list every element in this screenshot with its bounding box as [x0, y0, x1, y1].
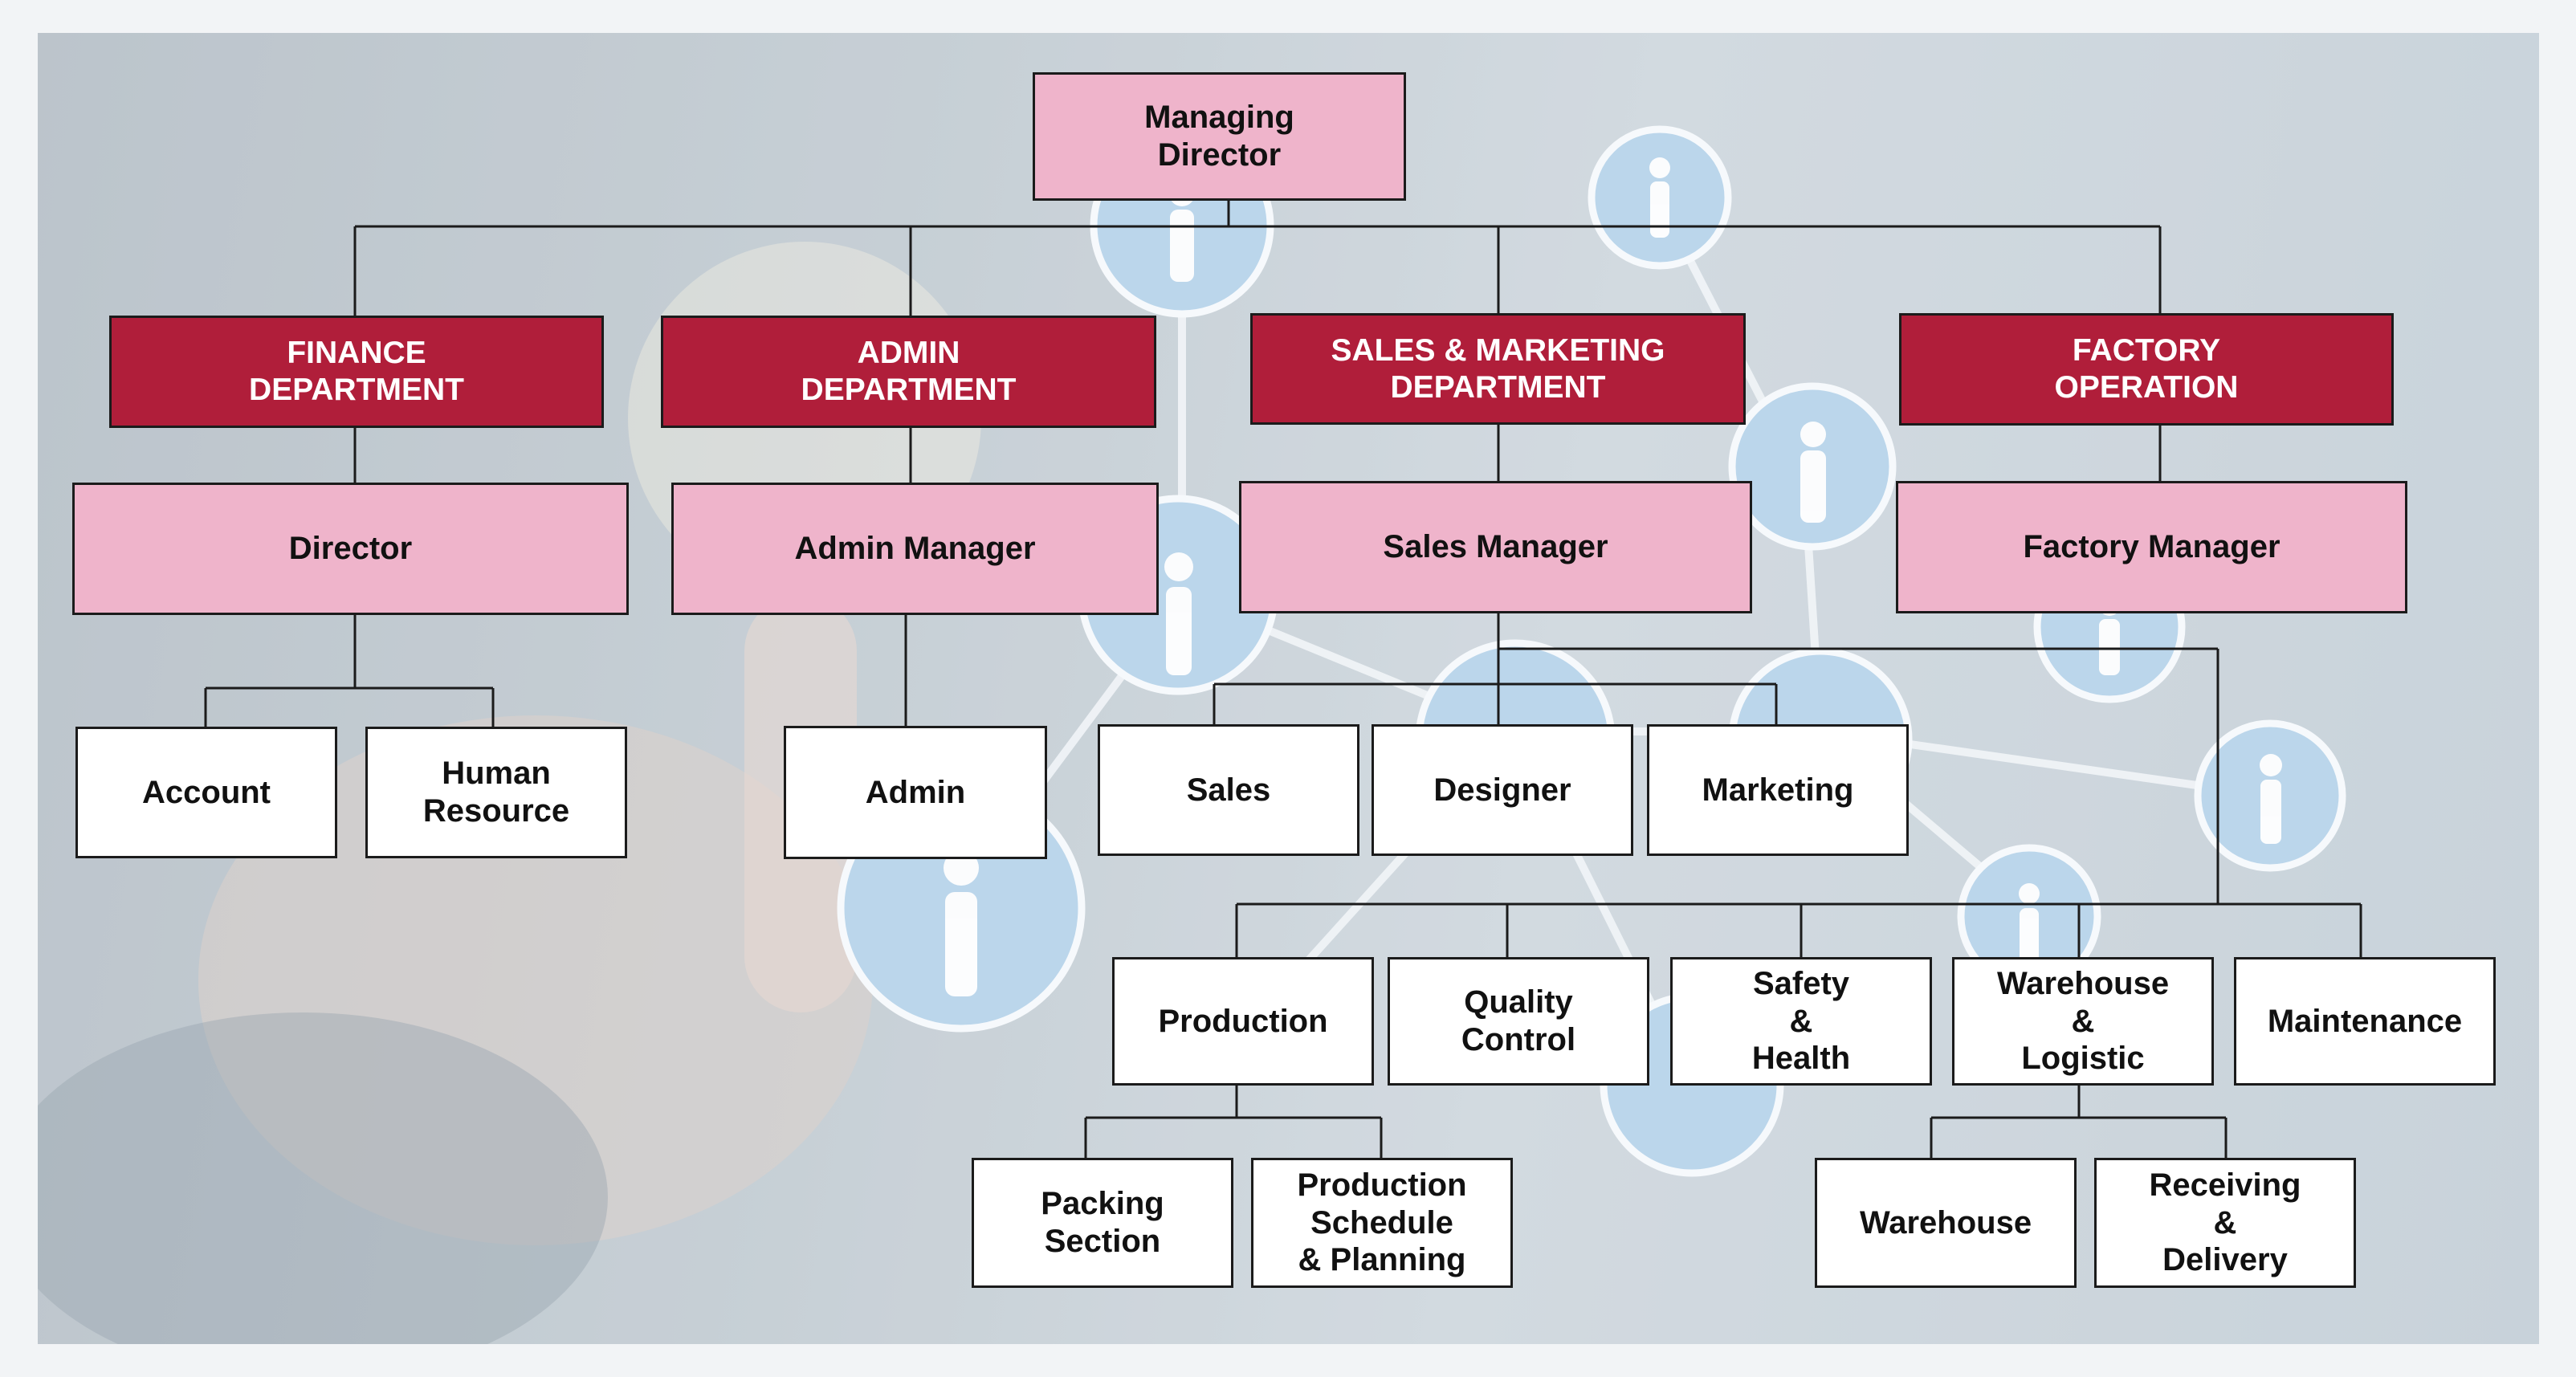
node-admin: Admin	[784, 726, 1047, 859]
node-managing-director: Managing Director	[1033, 72, 1406, 201]
node-designer: Designer	[1372, 724, 1633, 856]
diagram-background	[38, 33, 2539, 1344]
node-sales-manager: Sales Manager	[1239, 481, 1752, 613]
node-finance-department: FINANCE DEPARTMENT	[109, 316, 604, 428]
node-marketing: Marketing	[1647, 724, 1909, 856]
sleeve-silhouette	[38, 1012, 608, 1344]
node-sales: Sales	[1098, 724, 1359, 856]
node-warehouse-logistic: Warehouse & Logistic	[1952, 957, 2214, 1086]
node-sales-marketing-department: SALES & MARKETING DEPARTMENT	[1250, 313, 1746, 425]
node-quality-control: Quality Control	[1388, 957, 1649, 1086]
node-factory-operation: FACTORY OPERATION	[1899, 313, 2394, 426]
node-maintenance: Maintenance	[2234, 957, 2496, 1086]
node-account: Account	[75, 727, 337, 858]
node-production-schedule-planning: Production Schedule & Planning	[1251, 1158, 1513, 1288]
node-factory-manager: Factory Manager	[1896, 481, 2407, 613]
person-figures	[944, 157, 2282, 996]
node-human-resource: Human Resource	[365, 727, 627, 858]
network-background-graphic	[38, 33, 2539, 1344]
node-warehouse: Warehouse	[1815, 1158, 2077, 1288]
node-admin-department: ADMIN DEPARTMENT	[661, 316, 1156, 428]
node-receiving-delivery: Receiving & Delivery	[2094, 1158, 2356, 1288]
node-production: Production	[1112, 957, 1374, 1086]
node-safety-health: Safety & Health	[1670, 957, 1932, 1086]
node-director: Director	[72, 483, 629, 615]
node-admin-manager: Admin Manager	[671, 483, 1159, 615]
wash-overlay	[38, 33, 2539, 1344]
node-packing-section: Packing Section	[972, 1158, 1233, 1288]
